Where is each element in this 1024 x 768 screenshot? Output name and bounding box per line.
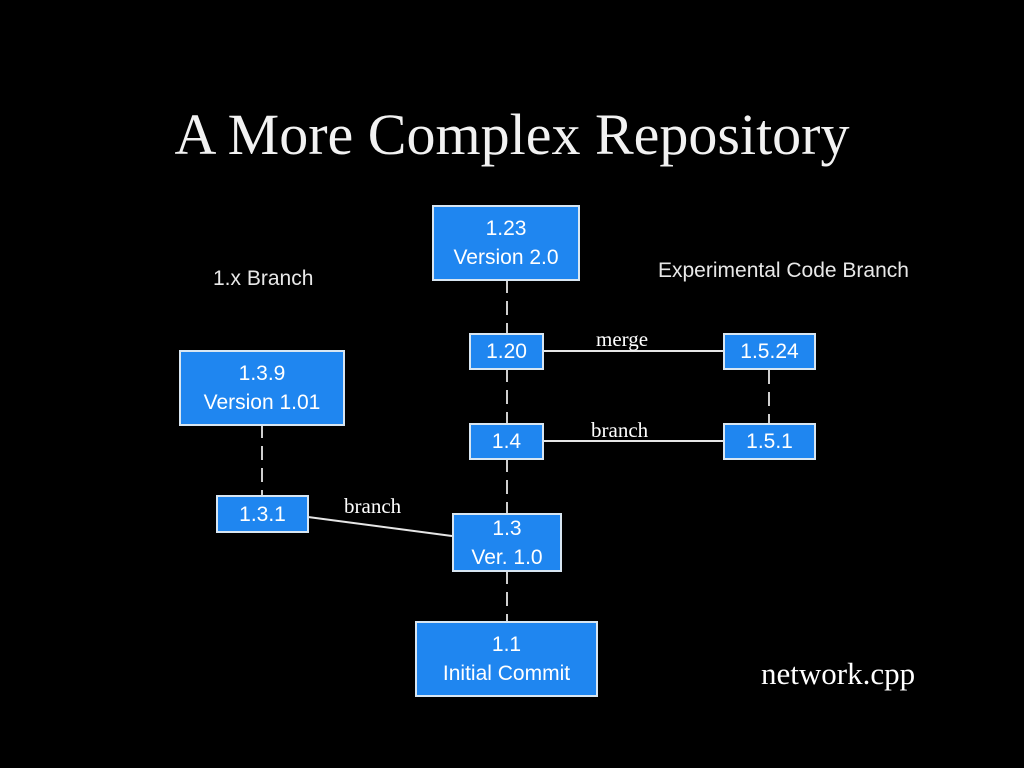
node-revision: 1.5.24	[740, 340, 799, 363]
revision-node-1-3: 1.3 Ver. 1.0	[452, 513, 562, 572]
node-revision: 1.1	[491, 633, 522, 656]
node-revision: 1.20	[486, 340, 527, 363]
node-caption: Initial Commit	[442, 662, 571, 685]
node-caption: Version 2.0	[453, 246, 559, 269]
slide-title: A More Complex Repository	[174, 102, 850, 167]
node-revision: 1.3.9	[238, 362, 286, 385]
node-revision: 1.23	[485, 217, 527, 240]
revision-node-1-23: 1.23 Version 2.0	[432, 205, 580, 281]
revision-node-1-5-1: 1.5.1	[723, 423, 816, 460]
node-revision: 1.5.1	[746, 430, 793, 453]
node-caption: Version 1.01	[203, 391, 321, 414]
node-revision: 1.3.1	[239, 502, 286, 526]
branch-label-1x-edge: branch	[344, 494, 402, 518]
node-revision: 1.3	[492, 516, 522, 540]
revision-node-1-3-9: 1.3.9 Version 1.01	[179, 350, 345, 426]
node-caption: Ver. 1.0	[471, 545, 543, 569]
merge-label: merge	[596, 327, 649, 351]
branch-label-experimental: Experimental Code Branch	[658, 259, 909, 282]
revision-node-1-4: 1.4	[469, 423, 544, 460]
revision-node-1-20: 1.20	[469, 333, 544, 370]
revision-node-1-5-24: 1.5.24	[723, 333, 816, 370]
node-revision: 1.4	[491, 430, 522, 453]
branch-edge-1x	[307, 516, 453, 537]
revision-node-1-3-1: 1.3.1	[216, 495, 309, 533]
branch-label-experimental-edge: branch	[591, 418, 649, 442]
file-name: network.cpp	[761, 656, 916, 691]
revision-node-1-1: 1.1 Initial Commit	[415, 621, 598, 697]
branch-label-1x: 1.x Branch	[213, 267, 314, 290]
